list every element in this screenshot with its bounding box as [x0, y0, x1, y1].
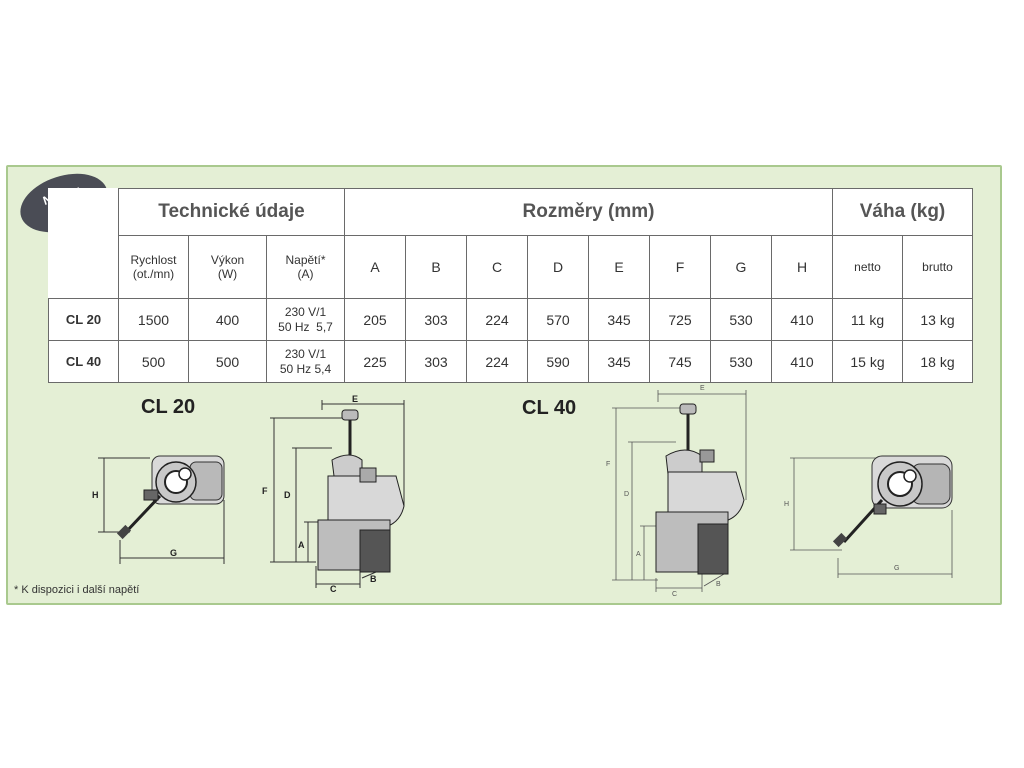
group-weight: Váha (kg): [832, 188, 973, 236]
cell-speed: 1500: [118, 298, 189, 341]
cl40-drawing-title: CL 40: [522, 397, 577, 419]
row-model: CL 40: [48, 340, 119, 383]
cell-dim-e: 345: [588, 340, 650, 383]
header-dim-e: E: [588, 235, 650, 299]
cell-speed: 500: [118, 340, 189, 383]
dim-label-b: B: [716, 581, 721, 588]
header-dim-b: B: [405, 235, 467, 299]
spec-table: Technické údaje Rozměry (mm) Váha (kg) R…: [48, 188, 973, 383]
header-power: Výkon(W): [188, 235, 267, 299]
cell-power: 400: [188, 298, 267, 341]
header-voltage: Napětí*(A): [266, 235, 345, 299]
cell-dim-h: 410: [771, 340, 833, 383]
header-dim-g: G: [710, 235, 772, 299]
footnote: * K dispozici i další napětí: [14, 584, 140, 596]
cell-power: 500: [188, 340, 267, 383]
cell-brutto: 18 kg: [902, 340, 973, 383]
cl20-drawing-title: CL 20: [141, 396, 196, 418]
sub-header-row: Rychlost(ot./mn) Výkon(W) Napětí*(A) A B…: [49, 235, 973, 299]
dim-label-b: B: [370, 574, 377, 584]
header-dim-f: F: [649, 235, 711, 299]
header-speed: Rychlost(ot./mn): [118, 235, 189, 299]
header-dim-h: H: [771, 235, 833, 299]
cell-dim-g: 530: [710, 340, 772, 383]
cell-netto: 15 kg: [832, 340, 903, 383]
cl40-top-view-drawing: H G: [784, 455, 953, 578]
dim-label-g: G: [170, 548, 177, 558]
cell-dim-b: 303: [405, 298, 467, 341]
cell-brutto: 13 kg: [902, 298, 973, 341]
dim-label-a: A: [298, 540, 305, 550]
cl20-top-view-drawing: H G: [92, 455, 225, 564]
cell-dim-d: 590: [527, 340, 589, 383]
dim-label-c: C: [672, 591, 677, 598]
header-dim-c: C: [466, 235, 528, 299]
header-dim-a: A: [344, 235, 406, 299]
group-technical: Technické údaje: [118, 188, 345, 236]
dim-label-d: D: [284, 490, 291, 500]
dim-label-e: E: [700, 385, 705, 392]
cell-dim-f: 725: [649, 298, 711, 341]
dim-label-f: F: [262, 486, 268, 496]
dim-label-d: D: [624, 491, 629, 498]
dim-label-f: F: [606, 461, 610, 468]
dim-label-g: G: [894, 565, 899, 572]
cell-dim-a: 225: [344, 340, 406, 383]
header-brutto: brutto: [902, 235, 973, 299]
dim-label-a: A: [636, 551, 641, 558]
empty-cell: [49, 189, 119, 236]
empty-cell: [49, 236, 119, 299]
group-dimensions: Rozměry (mm): [344, 188, 833, 236]
header-dim-d: D: [527, 235, 589, 299]
cell-dim-g: 530: [710, 298, 772, 341]
cell-dim-c: 224: [466, 340, 528, 383]
cl40-side-view-drawing: F D A C B E: [606, 385, 747, 598]
row-model: CL 20: [48, 298, 119, 341]
dim-label-e: E: [352, 394, 358, 404]
cell-dim-f: 745: [649, 340, 711, 383]
cell-dim-c: 224: [466, 298, 528, 341]
cell-dim-h: 410: [771, 298, 833, 341]
cell-dim-e: 345: [588, 298, 650, 341]
dim-label-h: H: [784, 501, 789, 508]
cl20-side-view-drawing: F D A C B E: [262, 394, 405, 594]
cell-dim-a: 205: [344, 298, 406, 341]
dim-label-h: H: [92, 490, 99, 500]
dim-label-c: C: [330, 584, 337, 594]
cell-dim-b: 303: [405, 340, 467, 383]
header-netto: netto: [832, 235, 903, 299]
cell-netto: 11 kg: [832, 298, 903, 341]
cell-dim-d: 570: [527, 298, 589, 341]
group-header-row: Technické údaje Rozměry (mm) Váha (kg): [49, 188, 973, 236]
